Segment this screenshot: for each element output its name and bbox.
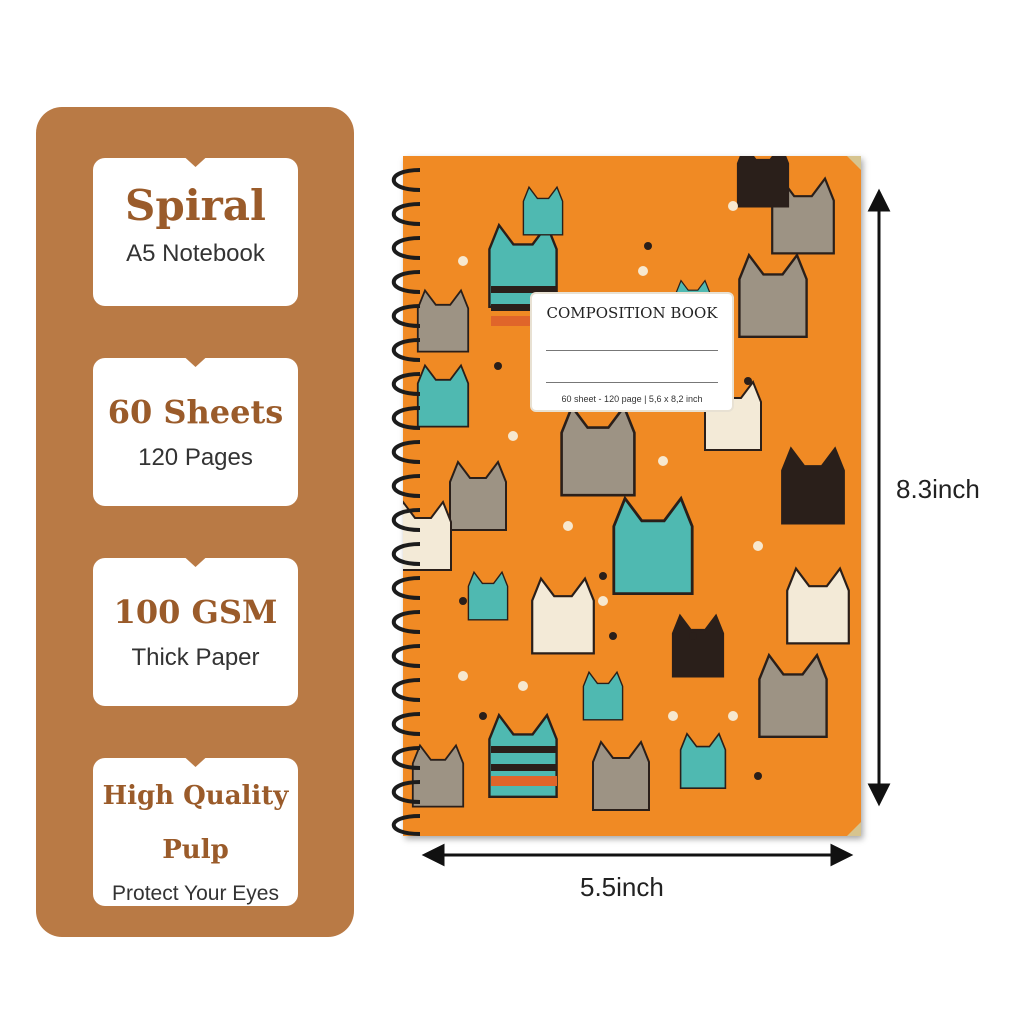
label-line (546, 350, 718, 351)
notebook-cover (403, 156, 861, 836)
cat-pattern (403, 156, 850, 811)
feature-card-gsm: 100 GSM Thick Paper (93, 558, 298, 706)
feature-title: Spiral (125, 181, 266, 230)
feature-title-line1: High Quality (102, 781, 289, 811)
feature-title: 100 GSM (113, 593, 278, 631)
feature-title: 60 Sheets (107, 393, 284, 431)
feature-subtitle: 120 Pages (138, 444, 253, 471)
width-dimension-label: 5.5inch (580, 872, 664, 902)
feature-title-line2: Pulp (162, 835, 229, 865)
cover-label: COMPOSITION BOOK 60 sheet - 120 page | 5… (530, 292, 734, 412)
label-line (546, 382, 718, 383)
feature-subtitle: A5 Notebook (126, 240, 265, 267)
feature-subtitle: Protect Your Eyes (112, 882, 279, 905)
feature-card-sheets: 60 Sheets 120 Pages (93, 358, 298, 506)
label-spec: 60 sheet - 120 page | 5,6 x 8,2 inch (561, 394, 703, 404)
feature-card-spiral: Spiral A5 Notebook (93, 158, 298, 306)
height-dimension-label: 8.3inch (896, 474, 980, 504)
label-title: COMPOSITION BOOK (546, 304, 718, 322)
spiral-binding (391, 168, 421, 836)
feature-subtitle: Thick Paper (131, 644, 260, 671)
feature-card-pulp: High Quality Pulp Protect Your Eyes (93, 758, 298, 906)
